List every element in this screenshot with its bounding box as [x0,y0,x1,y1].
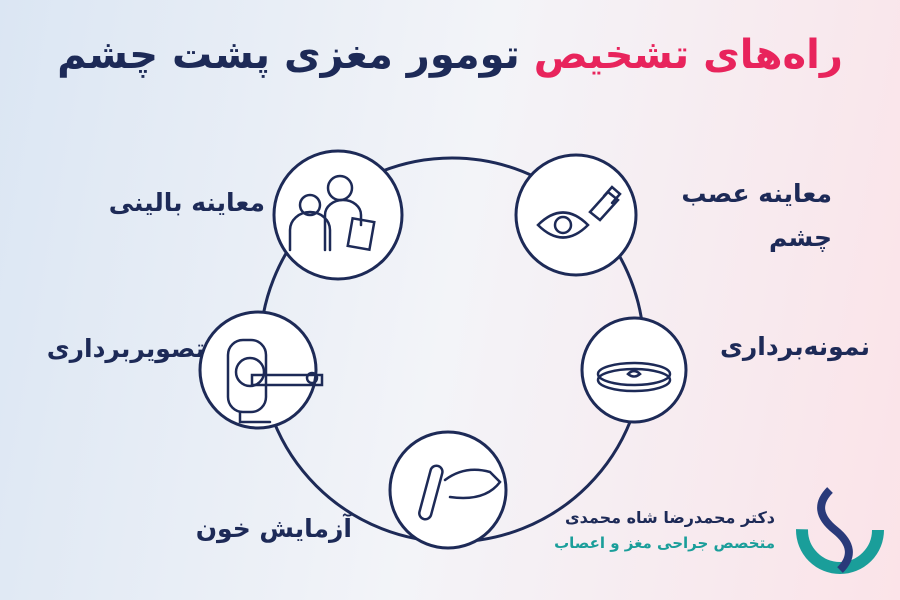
step-label-clinical: معاینه بالینی [108,188,265,217]
brand-subtitle: متخصص جراحی مغز و اعصاب [554,534,775,552]
step-label-eye-line2: چشم [768,223,832,252]
step-label-imaging: تصویربرداری [46,334,205,363]
page-title: راه‌های تشخیص تومور مغزی پشت چشم [0,32,900,78]
step-label-eye: معاینه عصب چشم [681,172,832,260]
title-highlight: راه‌های تشخیص [533,32,843,78]
brand-name: دکتر محمدرضا شاه محمدی [564,508,775,527]
step-circle-blood [388,430,508,550]
blood-test-tube-icon [418,464,502,521]
title-rest: تومور مغزی پشت چشم [57,32,520,78]
step-label-biopsy: نمونه‌برداری [719,332,870,361]
eye-flashlight-icon [536,185,622,239]
petri-dish-icon [596,361,672,393]
doctor-patient-icon [288,174,376,252]
step-label-blood: آزمایش خون [195,514,352,543]
step-label-eye-line1: معاینه عصب [681,179,832,208]
mri-scanner-icon [226,338,324,424]
brand-logo [796,486,884,574]
step-circle-clinical [272,149,404,281]
